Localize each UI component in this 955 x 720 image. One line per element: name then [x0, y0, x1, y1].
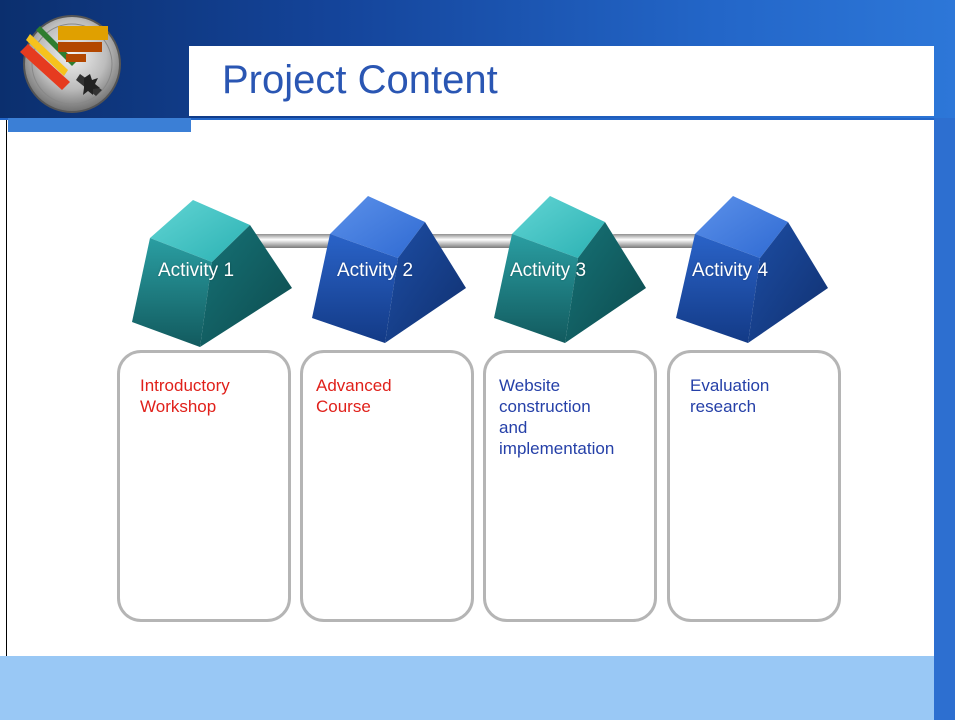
- activity-label-1: Activity 1: [158, 260, 235, 281]
- activity-label-3: Activity 3: [510, 260, 587, 281]
- activity-description-1: Introductory Workshop: [140, 376, 230, 416]
- footer-band: [0, 656, 934, 720]
- beat-drugs-fund-logo-icon: [20, 15, 121, 113]
- header-accent-line: [0, 118, 955, 120]
- slide-title: Project Content: [222, 58, 498, 102]
- connector-rod: [240, 234, 350, 248]
- activity-cube: [676, 196, 828, 343]
- left-border-line: [6, 120, 7, 656]
- connector-rod: [425, 234, 535, 248]
- activity-description-4: Evaluation research: [690, 376, 770, 416]
- title-box: [189, 46, 934, 116]
- activity-description-3: Website construction and implementation: [499, 376, 615, 458]
- activity-card-3: Website construction and implementation: [483, 350, 657, 622]
- connector-rod: [608, 234, 718, 248]
- activity-description-2: Advanced Course: [316, 376, 392, 416]
- activity-label-2: Activity 2: [337, 260, 414, 281]
- activity-card-1: Introductory Workshop: [117, 350, 291, 622]
- activity-cube: [312, 196, 466, 343]
- activity-card-4: Evaluation research: [667, 350, 841, 622]
- header-accent-block: [8, 118, 191, 132]
- activity-card-2: Advanced Course: [300, 350, 474, 622]
- activity-cube: [132, 200, 292, 347]
- activity-cube: [494, 196, 646, 343]
- right-side-bar: [934, 118, 955, 720]
- activity-label-4: Activity 4: [692, 260, 769, 281]
